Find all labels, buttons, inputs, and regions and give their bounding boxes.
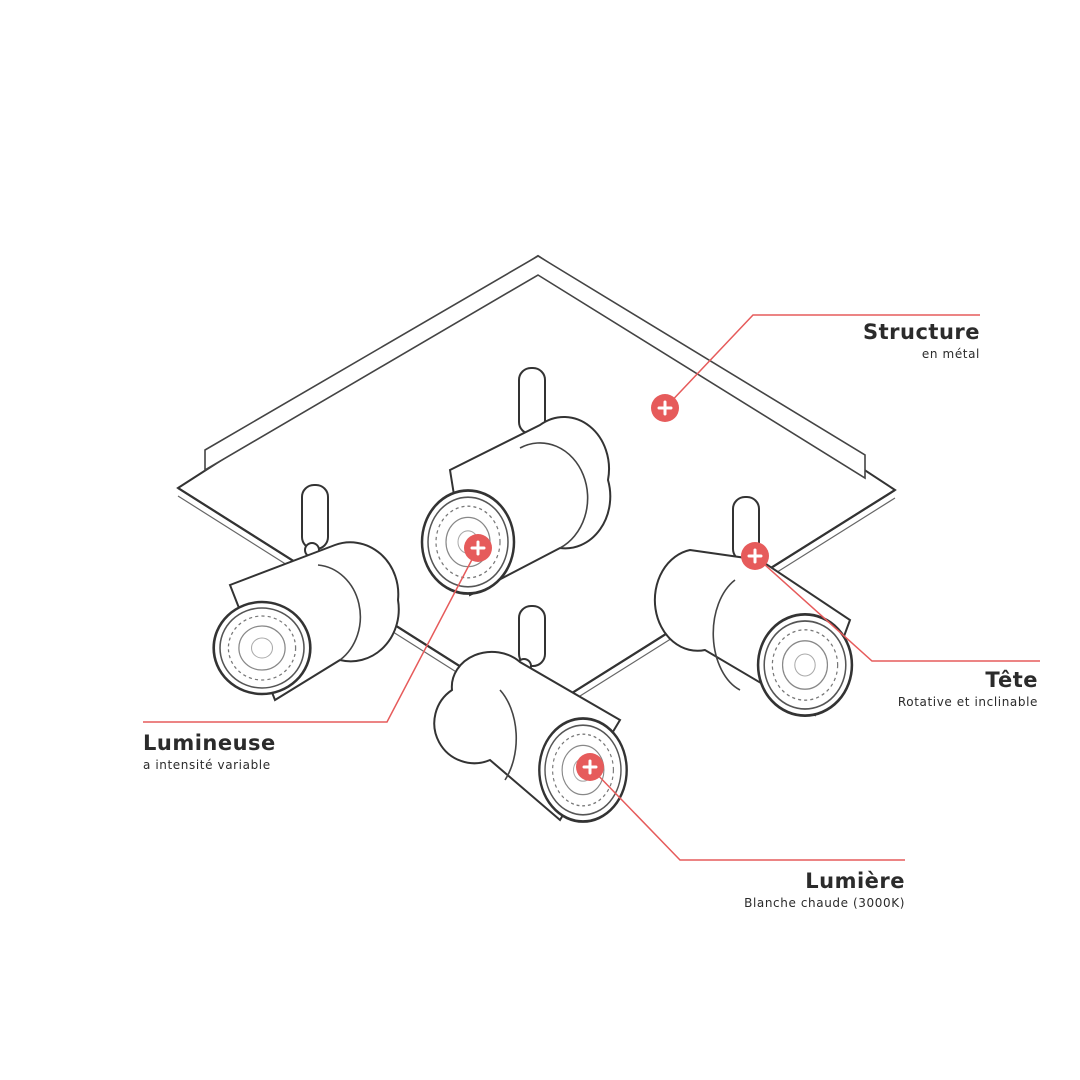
spotlight-right: [653, 496, 854, 717]
callout-lumineuse-title: Lumineuse: [143, 731, 276, 755]
callout-lumiere-title: Lumière: [805, 869, 905, 893]
hotspot-tete[interactable]: [741, 542, 769, 570]
hotspot-structure[interactable]: [651, 394, 679, 422]
leader-line-lumineuse: [143, 547, 479, 723]
hotspot-lumiere[interactable]: [576, 753, 604, 781]
spotlight-front: [433, 605, 629, 823]
callout-tete-subtitle: Rotative et inclinable: [897, 695, 1038, 709]
hotspot-lumineuse[interactable]: [464, 534, 492, 562]
leader-line-structure: [664, 314, 980, 409]
callout-structure: Structure en métal: [863, 320, 980, 361]
callout-lines: [143, 314, 1040, 861]
callout-tete: Tête Rotative et inclinable: [898, 668, 1038, 709]
callout-tete-title: Tête: [985, 668, 1038, 692]
callout-structure-title: Structure: [862, 320, 980, 344]
callout-structure-subtitle: en métal: [921, 347, 980, 361]
spotlight-left: [212, 484, 400, 702]
leader-line-tete: [754, 555, 1040, 662]
callout-lumiere-subtitle: Blanche chaude (3000K): [744, 896, 905, 910]
callout-lumiere: Lumière Blanche chaude (3000K): [744, 869, 905, 910]
callout-lumineuse: Lumineuse a intensité variable: [143, 731, 276, 772]
callout-lumineuse-subtitle: a intensité variable: [143, 758, 271, 772]
leader-line-lumiere: [589, 766, 905, 861]
